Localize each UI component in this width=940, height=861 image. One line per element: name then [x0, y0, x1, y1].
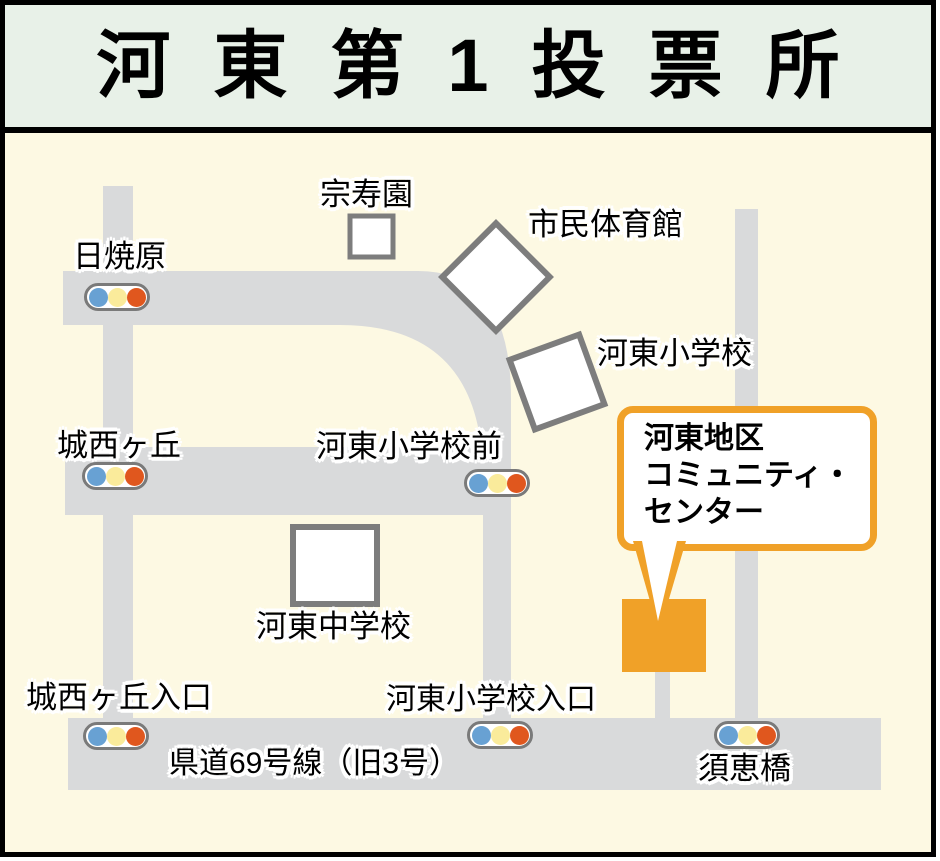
- traffic-light-hiyakehara: [84, 283, 150, 311]
- label-hiyakehara: 日焼原: [73, 239, 166, 274]
- callout-tail-inner: [642, 541, 677, 621]
- callout-line-2: コミュニティ・: [644, 459, 853, 492]
- signal-yellow-light: [490, 725, 510, 745]
- signal-red-light: [124, 466, 144, 486]
- building-soujuen: [347, 213, 396, 260]
- signal-yellow-light: [107, 287, 127, 307]
- signal-yellow-light: [487, 473, 507, 493]
- signal-red-light: [126, 287, 146, 307]
- label-josei-ga-oka-iriguchi: 城西ヶ丘入口: [26, 680, 212, 715]
- signal-blue-light: [87, 726, 107, 746]
- callout-tail: [633, 541, 686, 633]
- label-soujuen: 宗寿園: [320, 177, 413, 212]
- building-shimin-taiikukan: [438, 219, 554, 335]
- label-kawahigashi-shogakko-mae: 河東小学校前: [316, 429, 502, 464]
- building-kawahigashi-shogakko: [505, 330, 609, 434]
- label-kendo-69: 県道69号線（旧3号）: [169, 747, 460, 780]
- label-shimin-taiikukan: 市民体育館: [528, 207, 683, 242]
- traffic-light-josei-ga-oka: [82, 462, 148, 490]
- traffic-light-kawahigashi-shogakko-iriguchi: [467, 721, 533, 749]
- label-kawahigashi-shogakko-iriguchi: 河東小学校入口: [386, 683, 596, 716]
- signal-red-light: [125, 726, 145, 746]
- traffic-light-kawahigashi-shogakko-mae: [464, 469, 530, 497]
- signal-red-light: [506, 473, 526, 493]
- label-josei-ga-oka: 城西ヶ丘: [57, 428, 181, 463]
- map-area: 日焼原 宗寿園 市民体育館 河東小学校 城西ヶ丘 河東小学校前 河東中学校 城西…: [5, 133, 931, 851]
- title-bar: 河東第1投票所: [5, 5, 931, 133]
- signal-blue-light: [88, 287, 108, 307]
- signal-blue-light: [468, 473, 488, 493]
- building-kawahigashi-chugakko: [290, 524, 380, 607]
- signal-red-light: [756, 725, 776, 745]
- signal-blue-light: [718, 725, 738, 745]
- signal-yellow-light: [105, 466, 125, 486]
- label-suebashi: 須恵橋: [698, 751, 791, 786]
- label-kawahigashi-shogakko: 河東小学校: [597, 336, 752, 371]
- signal-red-light: [509, 725, 529, 745]
- page-title: 河東第1投票所: [96, 24, 883, 107]
- callout-line-3: センター: [644, 496, 764, 529]
- signal-yellow-light: [737, 725, 757, 745]
- signal-blue-light: [471, 725, 491, 745]
- traffic-light-suebashi: [714, 721, 780, 749]
- label-kawahigashi-chugakko: 河東中学校: [256, 609, 411, 644]
- signal-yellow-light: [106, 726, 126, 746]
- callout-line-1: 河東地区: [644, 422, 764, 455]
- signal-blue-light: [86, 466, 106, 486]
- destination-callout: 河東地区 コミュニティ・ センター: [617, 406, 877, 551]
- traffic-light-josei-ga-oka-iriguchi: [83, 722, 149, 750]
